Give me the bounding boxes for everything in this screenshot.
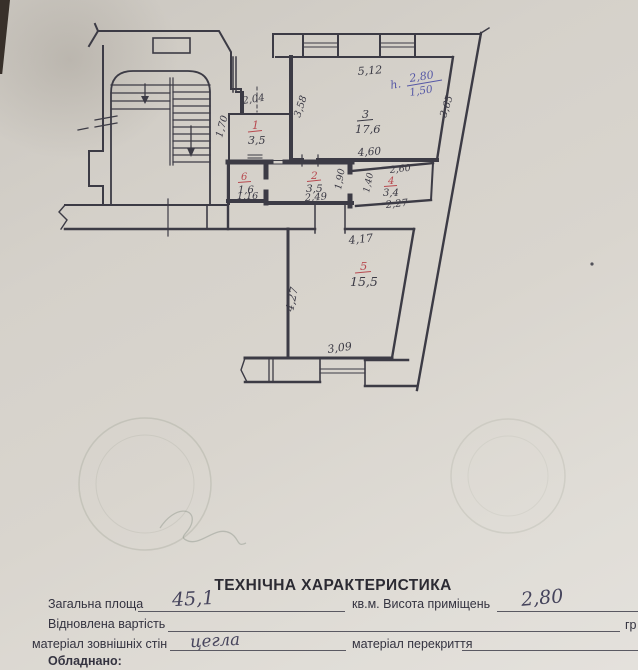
dim-label: 4,60 — [356, 145, 381, 159]
top-wall-windows — [272, 27, 490, 58]
wall-window-ticks — [94, 115, 118, 128]
window-3 — [319, 368, 366, 374]
exterior-wall-band — [58, 198, 416, 237]
dim-label: 1,90 — [333, 168, 348, 191]
stairwell-outline — [110, 70, 211, 205]
walls-material-value-handwritten: цегла — [189, 629, 241, 652]
paper-speck — [590, 262, 594, 266]
dim-label: 3,58 — [292, 94, 309, 119]
dim-label: 2,49 — [303, 191, 328, 204]
form-title: ТЕХНІЧНА ХАРАКТЕРИСТИКА — [214, 577, 452, 594]
walls-material-blank — [170, 650, 346, 651]
room-area: 17,6 — [355, 122, 381, 136]
dim-label: 4,27 — [283, 286, 301, 314]
room-area: 3,4 — [383, 188, 399, 199]
ceiling-material-label: матеріал перекриття — [352, 637, 473, 651]
walls-material-label: матеріал зовнішніх стін — [32, 637, 168, 651]
plan-labels: 2,04 1,70 1 3,5 5,12 3,58 3,65 3 17,6 4,… — [214, 63, 455, 356]
dim-label: 5,12 — [357, 63, 382, 78]
height-blank — [497, 611, 638, 612]
room-number: 1 — [252, 119, 259, 132]
stair-treads — [110, 77, 211, 166]
svg-text:h.: h. — [389, 77, 402, 92]
chimney-duct — [152, 37, 191, 54]
stair-arrow-upper — [141, 83, 149, 104]
floor-plan-drawing: 2,04 1,70 1 3,5 5,12 3,58 3,65 3 17,6 4,… — [58, 22, 594, 551]
restored-value-blank — [168, 631, 620, 632]
dim-label: 3,65 — [438, 94, 455, 119]
equipped-label: Обладнано: — [48, 654, 122, 668]
room-area: 3,5 — [248, 134, 266, 147]
middle-row-walls — [225, 159, 435, 231]
room-number: 2 — [310, 170, 318, 182]
svg-text:2,80: 2,80 — [407, 68, 434, 85]
dim-label: 2,04 — [241, 93, 266, 108]
handwritten-height-note: h. 2,80 1,50 — [389, 68, 443, 99]
plan-linework — [58, 22, 490, 392]
dim-label: 2,27 — [384, 198, 409, 211]
wall-break-symbol — [58, 204, 68, 230]
faint-signature — [159, 510, 247, 545]
total-area-label: Загальна площа — [48, 597, 144, 611]
door-threshold-marks — [247, 154, 263, 159]
room-5-walls — [240, 204, 419, 388]
wall-break-symbol-2 — [240, 357, 248, 383]
currency-suffix: гр — [625, 618, 637, 632]
dim-label: 4,17 — [347, 231, 374, 247]
dim-label: 1,16 — [237, 191, 258, 202]
door-threshold-marks-2 — [271, 160, 284, 165]
restored-value-label: Відновлена вартість — [48, 617, 166, 631]
entry-and-room-1 — [232, 56, 292, 159]
faint-stamp-left — [78, 417, 247, 551]
door-jambs-room5 — [314, 204, 346, 234]
room-area: 15,5 — [350, 274, 378, 289]
total-area-value-handwritten: 45,1 — [171, 586, 215, 612]
diagonal-exterior-wall — [415, 31, 483, 392]
height-value-handwritten: 2,80 — [520, 585, 565, 611]
room-area: 1,6 — [238, 185, 255, 196]
room-number: 4 — [387, 176, 394, 187]
room-area: 3,5 — [306, 183, 323, 195]
window-1 — [302, 42, 339, 48]
window-2 — [379, 42, 416, 48]
room-number: 6 — [241, 172, 248, 183]
svg-text:1,50: 1,50 — [409, 83, 434, 99]
dim-label: 2,60 — [388, 163, 411, 176]
faint-stamp-right — [450, 418, 566, 534]
dim-label: 3,09 — [327, 340, 353, 356]
dim-label: 1,40 — [362, 172, 376, 194]
ceiling-material-blank — [462, 650, 638, 651]
room-number: 5 — [360, 259, 367, 273]
height-label: кв.м. Висота приміщень — [352, 597, 491, 611]
scan-edge-artifact — [0, 0, 10, 74]
staircase-block — [77, 22, 242, 206]
room-number: 3 — [362, 108, 369, 121]
total-area-blank — [138, 611, 345, 612]
stair-arrow-lower — [187, 125, 195, 157]
